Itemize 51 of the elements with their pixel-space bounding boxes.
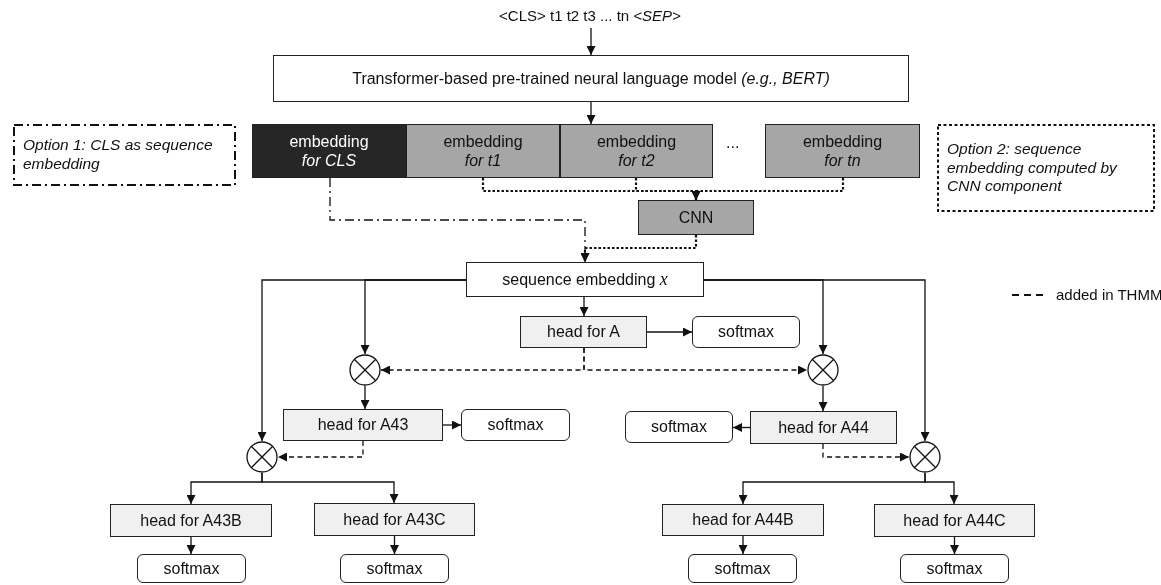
head-box: head for A44C — [874, 504, 1035, 537]
softmax-box: softmax — [340, 554, 449, 583]
arrow — [261, 472, 399, 504]
arrow — [257, 279, 467, 442]
softmax-box: softmax — [461, 409, 570, 441]
arrow — [186, 536, 196, 555]
arrow — [950, 536, 959, 555]
softmax-box: softmax — [900, 554, 1009, 583]
option-note-box: Option 2: sequence embedding computed by CNN component — [937, 124, 1155, 212]
arrow — [646, 327, 693, 337]
arrow — [691, 178, 845, 200]
head-box: head for A44 — [750, 411, 897, 444]
arrow — [924, 472, 959, 505]
embedding-box: embedding for t1 — [406, 124, 560, 178]
head-box: head for A43 — [283, 409, 443, 441]
legend-text: added in THMM — [1056, 286, 1161, 303]
arrow — [586, 27, 596, 56]
multiply-node — [807, 354, 839, 386]
embedding-box: embedding for CLS — [252, 124, 406, 178]
sequence-embedding-box: sequence embedding x — [466, 262, 704, 297]
softmax-box: softmax — [692, 316, 800, 348]
softmax-box: softmax — [625, 411, 733, 443]
multiply-node — [909, 441, 941, 473]
arrow — [442, 420, 462, 430]
input-tokens-text: <CLS> t1 t2 t3 ... tn <SEP> — [420, 4, 760, 28]
arrow — [360, 385, 370, 410]
arrow — [822, 443, 910, 462]
multiply-node — [349, 354, 381, 386]
arrow — [738, 535, 748, 555]
arrow — [732, 423, 751, 432]
arrow — [390, 535, 399, 555]
arrow — [579, 296, 589, 317]
multiply-node — [246, 441, 278, 473]
head-box: head for A — [520, 316, 647, 348]
embedding-box: embedding for t2 — [560, 124, 713, 178]
embedding-box: embedding for tn — [765, 124, 920, 178]
head-box: head for A43B — [110, 504, 272, 537]
cnn-box: CNN — [638, 200, 754, 235]
softmax-box: softmax — [688, 554, 797, 583]
head-box: head for A44B — [662, 504, 824, 536]
softmax-box: softmax — [137, 554, 246, 583]
option-note-box: Option 1: CLS as sequence embedding — [13, 124, 236, 186]
arrow — [586, 101, 596, 125]
arrow — [277, 440, 364, 462]
head-box: head for A43C — [314, 503, 475, 536]
arrow — [818, 385, 828, 412]
arrow — [580, 235, 698, 262]
ellipsis-text: ... — [726, 134, 740, 152]
arrow — [583, 347, 808, 375]
arrow — [703, 279, 930, 442]
language-model-box: Transformer-based pre-trained neural language model (e.g., BERT) — [273, 55, 909, 102]
